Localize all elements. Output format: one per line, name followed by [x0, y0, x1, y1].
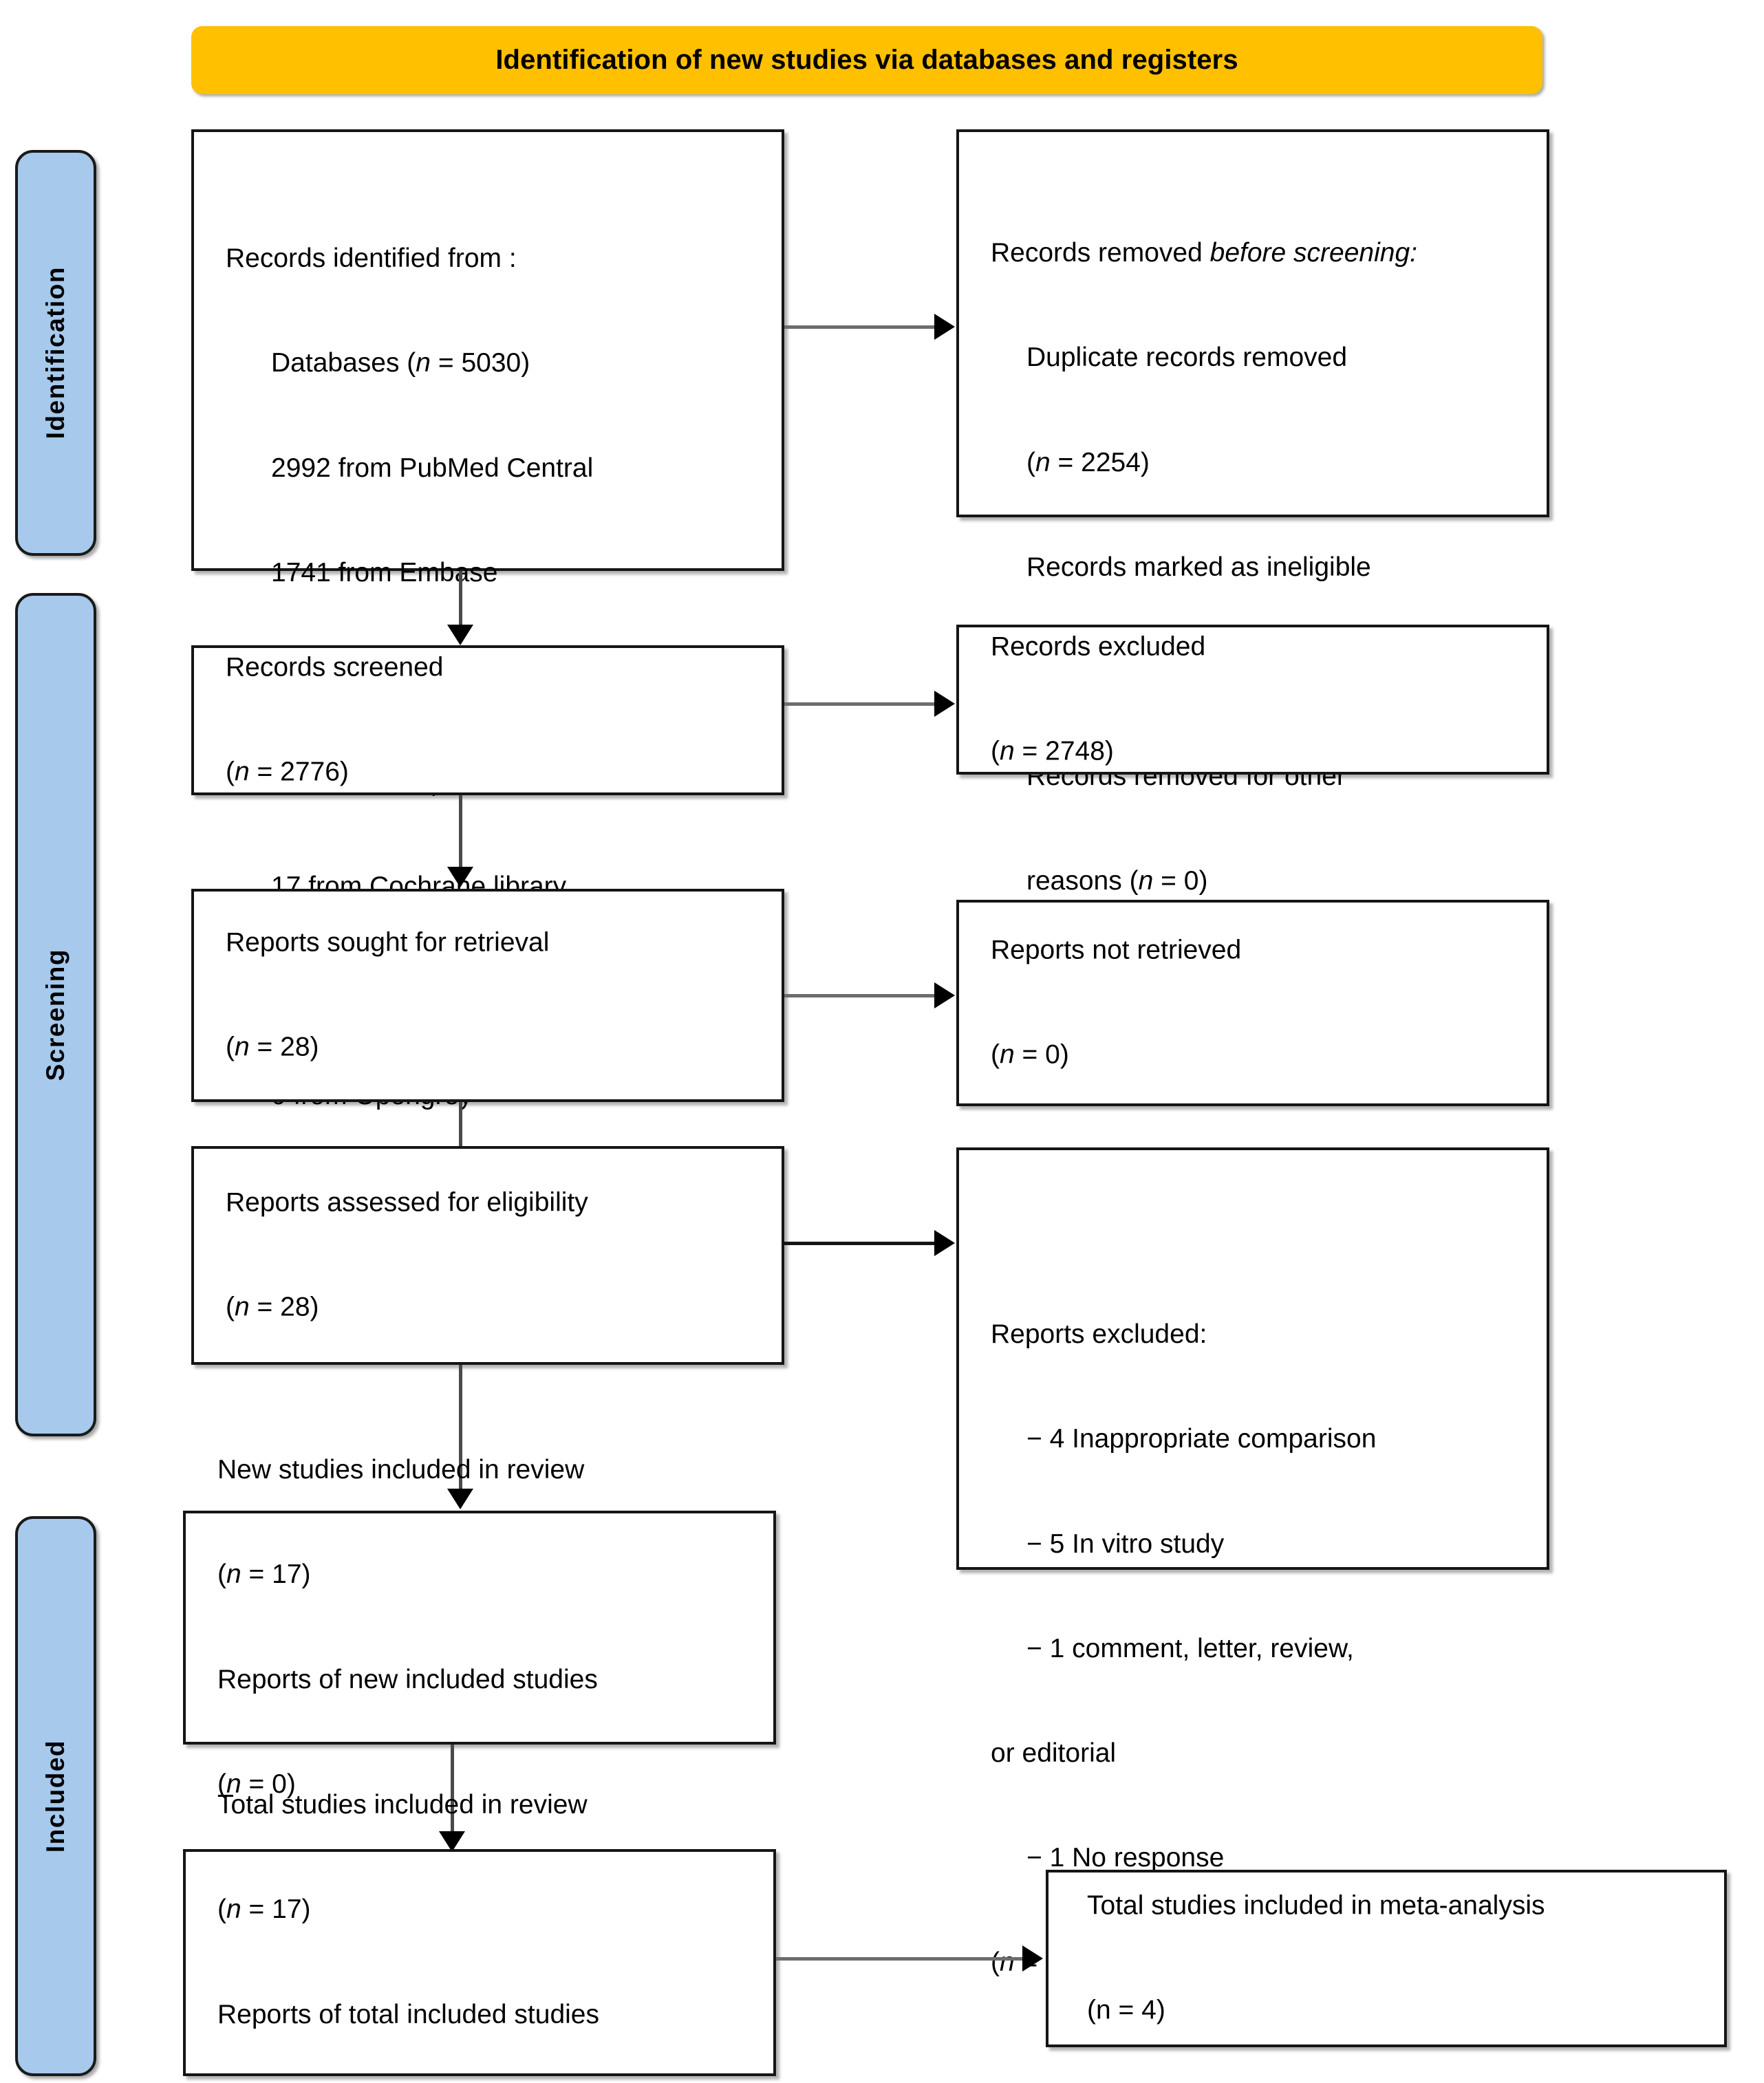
new-studies-reports-n: (n = 0) [217, 1769, 296, 1799]
box-reports-excluded: Reports excluded: − 4 Inappropriate comp… [956, 1147, 1549, 1977]
arrow-identified-to-removed [934, 314, 955, 340]
records-excluded-n: (n = 2748) [991, 736, 1114, 766]
new-studies-included-body: New studies included in review (n = 17) … [217, 1383, 760, 1872]
records-removed-duplicate-n: (n = 2254) [1026, 447, 1150, 477]
reports-sought-title: Reports sought for retrieval [226, 927, 550, 958]
records-removed-duplicate-label: Duplicate records removed [1026, 343, 1348, 373]
new-studies-included-n: (n = 17) [217, 1559, 311, 1590]
reports-not-retrieved-n: (n = 0) [991, 1039, 1069, 1070]
arrow-identified-to-screened [447, 625, 473, 645]
arrow-screened-to-sought [447, 867, 473, 887]
records-excluded-title: Records excluded [991, 632, 1206, 662]
connector-screened-to-excluded [784, 702, 937, 706]
connector-sought-to-assessed [459, 1102, 462, 1158]
connector-sought-to-not-retrieved [784, 994, 937, 997]
records-identified-title: Records identified from : [226, 244, 517, 274]
reports-not-retrieved-title: Reports not retrieved [991, 935, 1242, 965]
records-identified-databases: Databases (n = 5030) [271, 348, 530, 378]
box-reports-assessed: Reports assessed for eligibility (n = 28… [191, 1146, 784, 1365]
connector-assessed-to-new-included [459, 1365, 462, 1493]
connector-identified-to-removed [784, 325, 937, 329]
box-reports-not-retrieved: Reports not retrieved (n = 0) [956, 900, 1549, 1106]
connector-assessed-to-excluded [784, 1242, 937, 1245]
reports-excluded-reason-2: − 5 In vitro study [1026, 1529, 1225, 1559]
reports-excluded-reason-4: − 1 No response [1026, 1842, 1225, 1872]
records-identified-pubmed: 2992 from PubMed Central [271, 453, 594, 483]
arrow-sought-to-not-retrieved [934, 982, 955, 1008]
reports-not-retrieved-body: Reports not retrieved (n = 0) [991, 863, 1533, 1143]
stage-label-identification-text: Identification [41, 266, 69, 440]
box-new-studies-included: New studies included in review (n = 17) … [183, 1456, 776, 1799]
records-screened-body: Records screened (n = 2776) [226, 581, 768, 860]
stage-label-screening: Screening [15, 593, 96, 1436]
reports-assessed-n: (n = 28) [226, 1292, 319, 1322]
new-studies-included-title: New studies included in review [217, 1455, 585, 1485]
reports-assessed-body: Reports assessed for eligibility (n = 28… [226, 1116, 768, 1395]
stage-label-included-text: Included [41, 1739, 69, 1853]
records-identified-embase: 1741 from Embase [271, 557, 498, 587]
connector-new-to-total-included [451, 1745, 454, 1835]
reports-excluded-title: Reports excluded: [991, 1319, 1207, 1350]
new-studies-reports-label: Reports of new included studies [217, 1664, 598, 1694]
connector-screened-to-sought [459, 795, 462, 871]
total-studies-reports-label: Reports of total included studies [217, 1999, 599, 2029]
arrow-screened-to-excluded [934, 691, 955, 717]
connector-identified-to-screened [459, 571, 462, 629]
total-studies-included-title: Total studies included in review [217, 1790, 588, 1820]
banner-identification-header: Identification of new studies via databa… [191, 26, 1542, 94]
reports-sought-body: Reports sought for retrieval (n = 28) [226, 856, 768, 1135]
records-removed-other-n: reasons (n = 0) [1026, 865, 1208, 896]
stage-label-identification: Identification [15, 150, 96, 556]
box-records-identified: Records identified from : Databases (n =… [191, 129, 784, 1110]
arrow-new-to-total-included [439, 1831, 465, 1852]
stage-label-included: Included [15, 1516, 96, 2076]
box-records-excluded: Records excluded (n = 2748) [956, 625, 1549, 775]
records-excluded-body: Records excluded (n = 2748) [991, 560, 1533, 839]
arrow-total-to-meta-analysis [1022, 1945, 1043, 1972]
meta-analysis-title: Total studies included in meta-analysis [1087, 1890, 1545, 1921]
meta-analysis-n: (n = 4) [1087, 1995, 1165, 2025]
box-reports-sought: Reports sought for retrieval (n = 28) [191, 889, 784, 1102]
records-removed-ineligible-label: Records marked as ineligible [1026, 552, 1371, 582]
banner-title: Identification of new studies via databa… [495, 45, 1238, 75]
reports-sought-n: (n = 28) [226, 1032, 319, 1062]
box-meta-analysis: Total studies included in meta-analysis … [1046, 1870, 1727, 2047]
records-screened-title: Records screened [226, 652, 444, 682]
records-removed-title: Records removed before screening: [991, 238, 1418, 268]
records-screened-n: (n = 2776) [226, 757, 349, 787]
total-studies-included-body: Total studies included in review (n = 17… [217, 1718, 760, 2083]
box-total-studies-included: Total studies included in review (n = 17… [183, 1791, 776, 2076]
reports-excluded-reason-3b: or editorial [991, 1738, 1117, 1768]
meta-analysis-body: Total studies included in meta-analysis … [1087, 1819, 1710, 2083]
box-records-removed-before-screening: Records removed before screening: Duplic… [956, 129, 1549, 896]
stage-label-screening-text: Screening [41, 948, 69, 1081]
arrow-assessed-to-excluded [934, 1230, 955, 1256]
reports-excluded-reason-3: − 1 comment, letter, review, [1026, 1633, 1354, 1663]
arrow-assessed-to-new-included [447, 1489, 473, 1509]
connector-total-to-meta-analysis [776, 1957, 1025, 1961]
reports-excluded-reason-1: − 4 Inappropriate comparison [1026, 1424, 1377, 1454]
box-records-screened: Records screened (n = 2776) [191, 645, 784, 795]
total-studies-included-n: (n = 17) [217, 1895, 311, 1925]
reports-assessed-title: Reports assessed for eligibility [226, 1187, 588, 1218]
